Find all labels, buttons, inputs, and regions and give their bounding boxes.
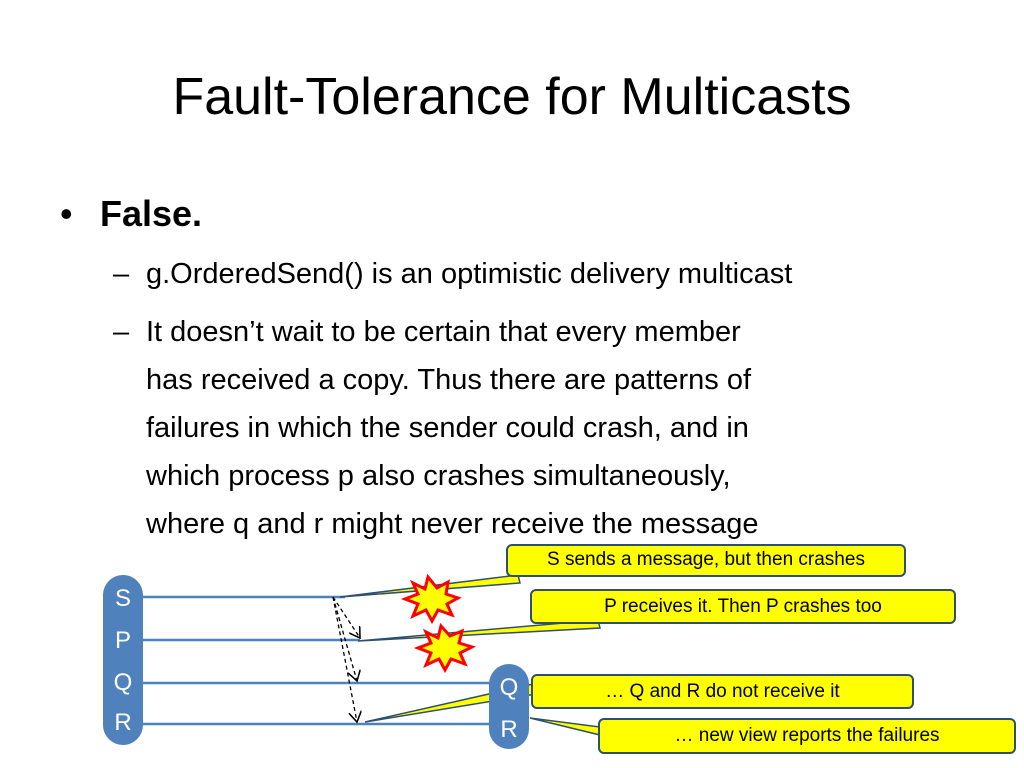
message-arrow-to-r [332,596,357,722]
process-label-s: S [114,585,131,612]
callout-pointer-p [357,619,601,642]
message-arrow-to-q [332,596,357,681]
callout-sender-crash: S sends a message, but then crashes [506,544,906,577]
process-label-q: Q [499,674,519,701]
callout-no-receive: … Q and R do not receive it [531,674,914,709]
slide-title: Fault-Tolerance for Multicasts [172,68,852,126]
text-line: has received a copy. Thus there are patt… [146,364,752,396]
sub-bullet-text: g.OrderedSend() is an optimistic deliver… [146,258,793,290]
process-label-p: P [114,627,131,654]
explosion-icon [400,573,462,625]
explosion-icon [413,622,477,674]
process-label-r: R [114,709,132,736]
callout-p-crash: P receives it. Then P crashes too [530,589,956,624]
callout-new-view: … new view reports the failures [598,718,1016,754]
bullet-marker: • [60,193,73,234]
sub-bullet-text: It doesn’t wait to be certain that every… [146,308,759,548]
text-line: where q and r might never receive the me… [146,508,759,540]
new-view-pill: Q R [489,664,529,749]
sub-bullet-marker: – [113,258,130,290]
sub-bullet-marker: – [113,316,130,348]
process-label-r: R [500,716,518,743]
text-line: failures in which the sender could crash… [146,412,749,444]
bullet-text: False. [100,193,203,234]
callout-pointer-new-view [529,717,601,736]
process-label-q: Q [113,669,133,696]
text-line: which process p also crashes simultaneou… [146,460,731,492]
message-arrow-to-p [332,596,360,638]
text-line: It doesn’t wait to be certain that every… [146,316,741,348]
process-label-pill: S P Q R [103,575,143,745]
